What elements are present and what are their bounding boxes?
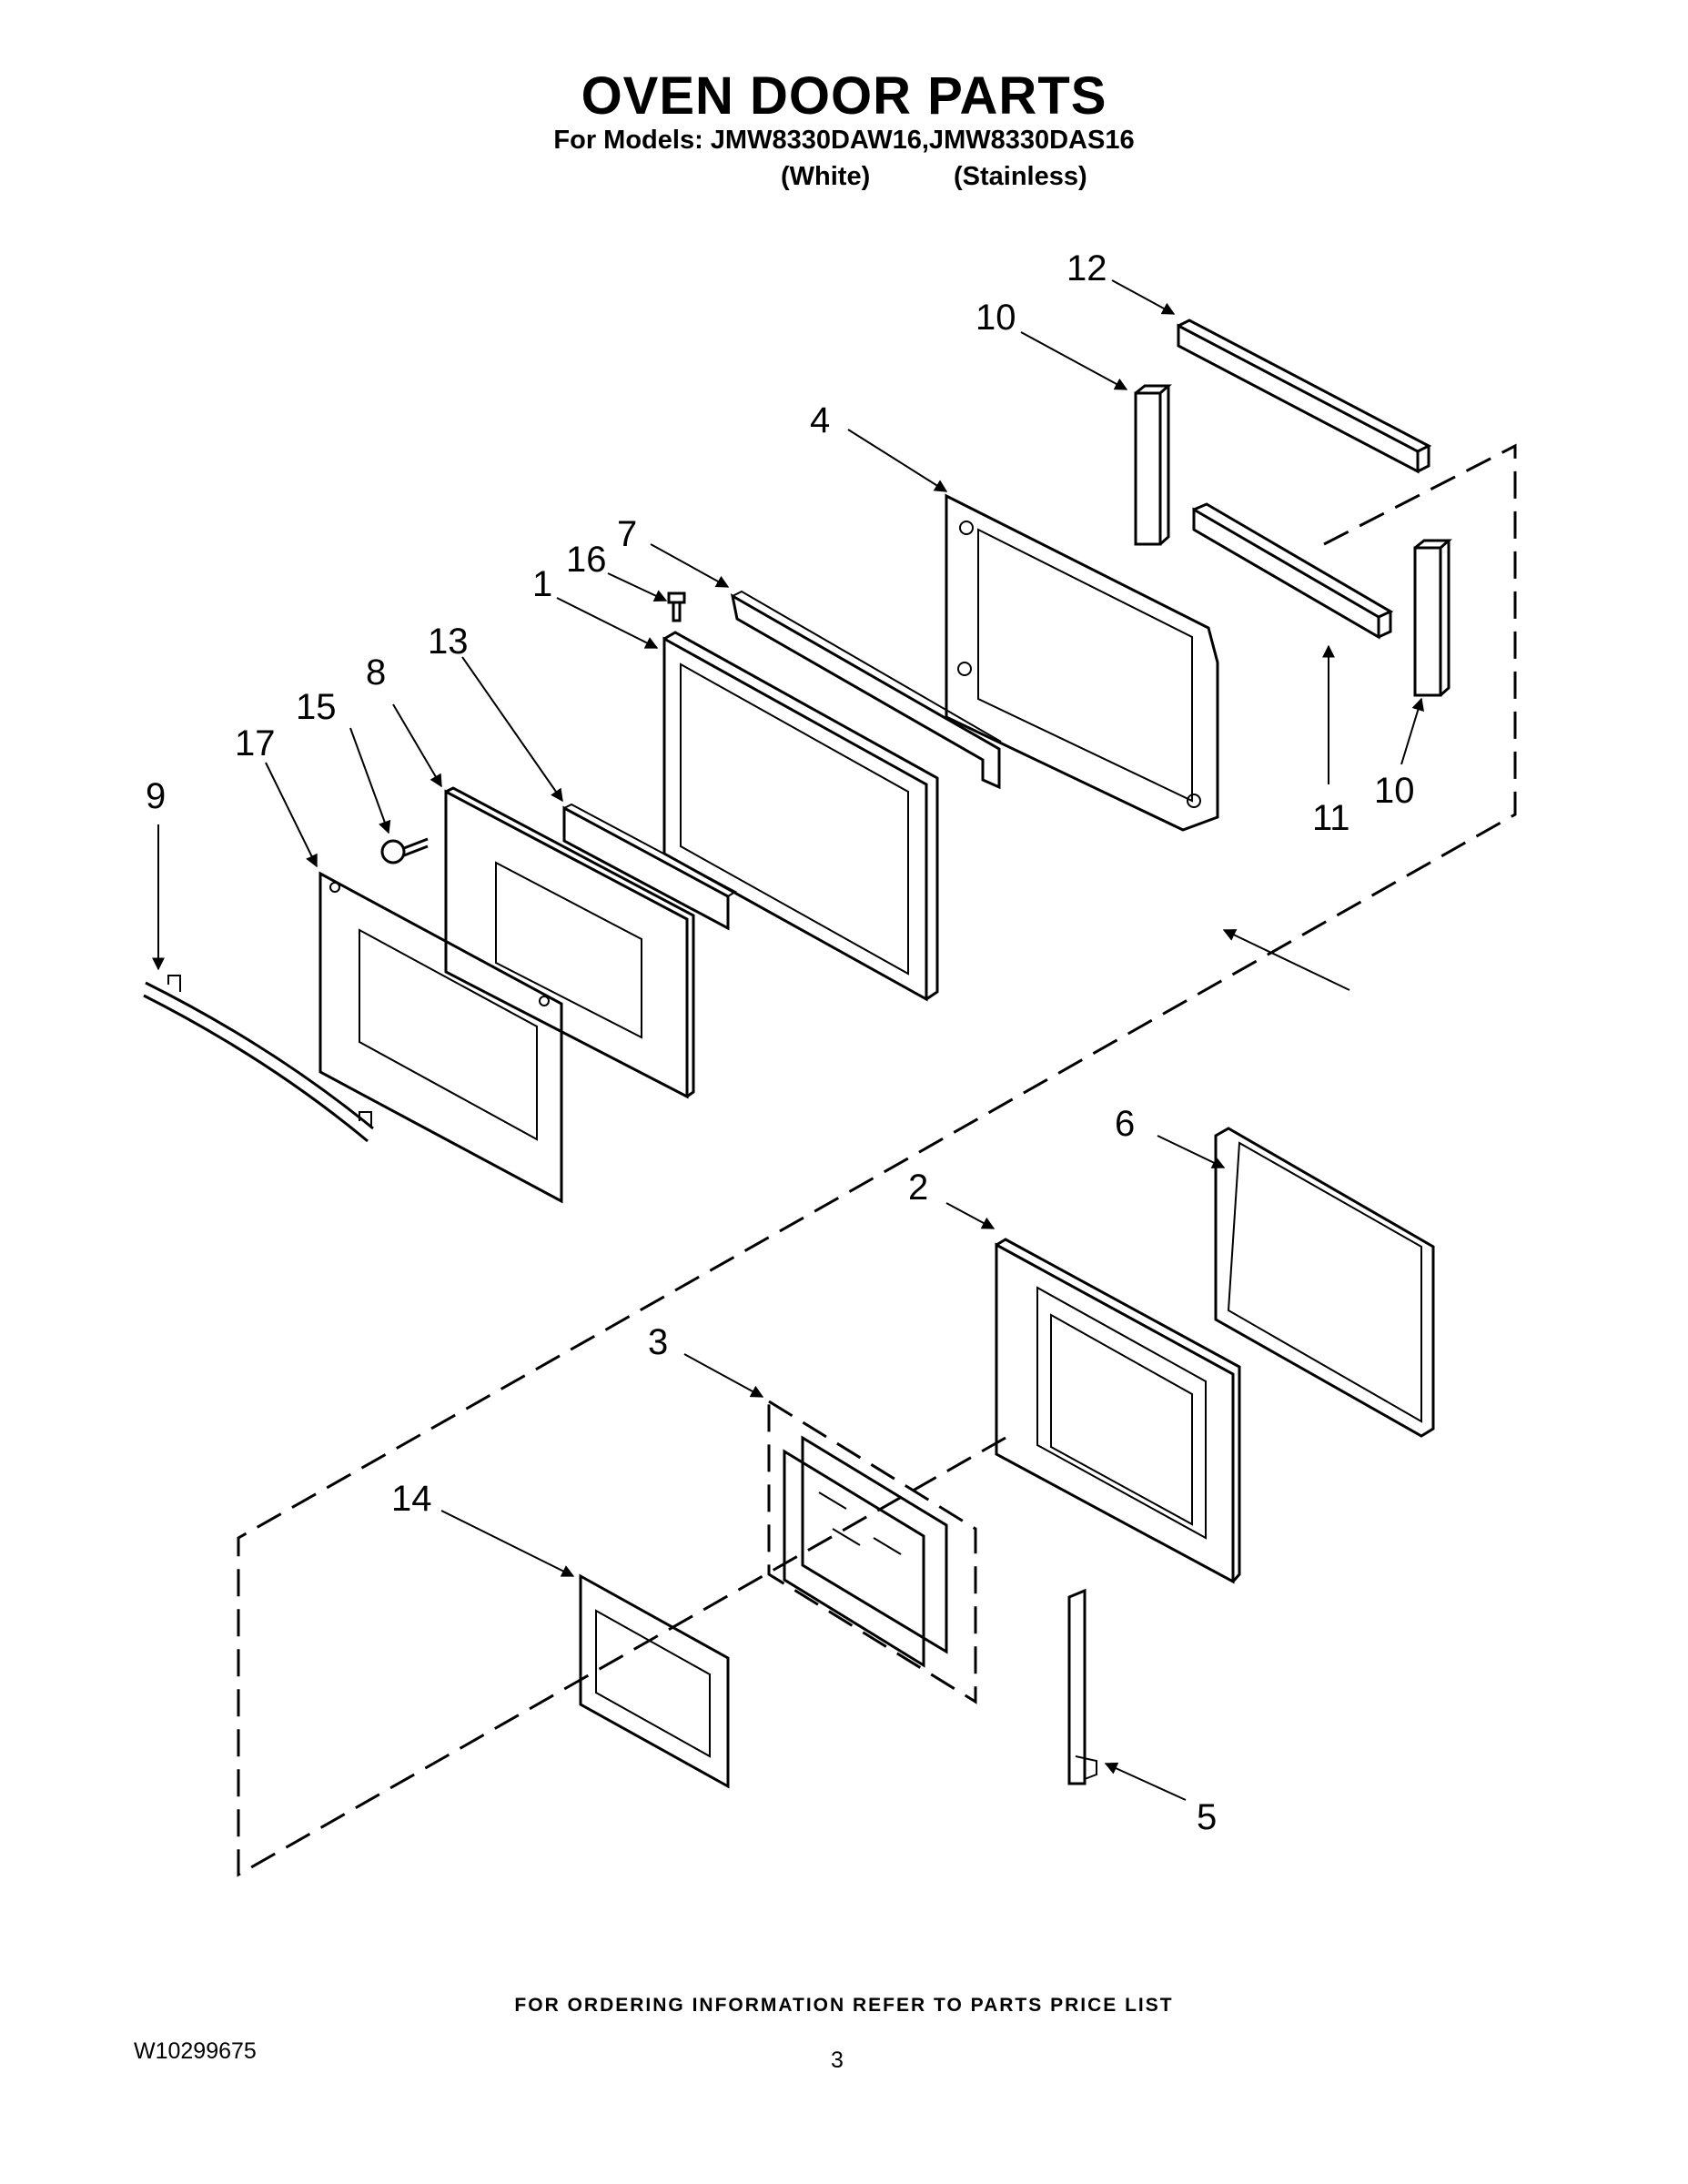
callout-3: 3: [648, 1322, 668, 1362]
part-5-hinge-bracket: [1067, 1588, 1097, 1785]
part-9-door-handle: [143, 975, 374, 1143]
part-4-door-liner-panel: [945, 493, 1219, 832]
part-6-door-gasket: [1214, 1127, 1435, 1438]
model-numbers: For Models: JMW8330DAW16,JMW8330DAS16: [553, 126, 1135, 155]
part-15-screw: [380, 837, 429, 864]
page-title: OVEN DOOR PARTS: [581, 66, 1107, 126]
callout-4: 4: [810, 400, 830, 440]
variant-stainless: (Stainless): [954, 162, 1087, 191]
variant-white: (White): [781, 162, 871, 191]
part-16-screw: [667, 592, 686, 622]
part-1-inner-door-frame: [662, 631, 939, 1002]
callout-14: 14: [391, 1479, 432, 1519]
part-14-window-panel: [579, 1573, 730, 1789]
part-13-vent-plate: [562, 803, 737, 931]
callout-15: 15: [296, 687, 337, 727]
callout-2: 2: [908, 1168, 928, 1208]
part-10-side-insulation-bar-right: [1413, 539, 1452, 697]
part-11-bottom-insulation-bar: [1192, 502, 1394, 640]
document-number: W10299675: [134, 2038, 257, 2064]
part-8-door-glass-panel: [444, 786, 695, 1099]
part-2-door-frame: [995, 1238, 1241, 1584]
callout-8: 8: [366, 652, 386, 693]
callout-leaders: [152, 279, 1425, 1801]
callout-16: 16: [566, 540, 607, 580]
part-12-top-insulation-bar: [1177, 318, 1432, 474]
callout-11: 11: [1312, 798, 1350, 838]
callout-9: 9: [146, 776, 166, 816]
part-10-side-insulation-bar-left: [1134, 384, 1172, 546]
callout-10-top: 10: [975, 298, 1016, 338]
callout-17: 17: [235, 723, 276, 763]
part-3-glass-pack: [767, 1399, 977, 1704]
callout-13: 13: [428, 622, 469, 662]
callout-7: 7: [617, 514, 637, 554]
part-7-top-channel: [730, 590, 1002, 790]
page-number: 3: [831, 2048, 844, 2073]
assembly-boundary: [237, 443, 1517, 1877]
callout-1: 1: [532, 564, 552, 604]
callout-6: 6: [1115, 1104, 1135, 1144]
part-17-outer-door-panel: [318, 871, 563, 1204]
callout-10-bottom: 10: [1374, 771, 1415, 811]
callout-12: 12: [1066, 248, 1107, 288]
callout-5: 5: [1197, 1797, 1217, 1837]
ordering-note: FOR ORDERING INFORMATION REFER TO PARTS …: [514, 1995, 1174, 2016]
